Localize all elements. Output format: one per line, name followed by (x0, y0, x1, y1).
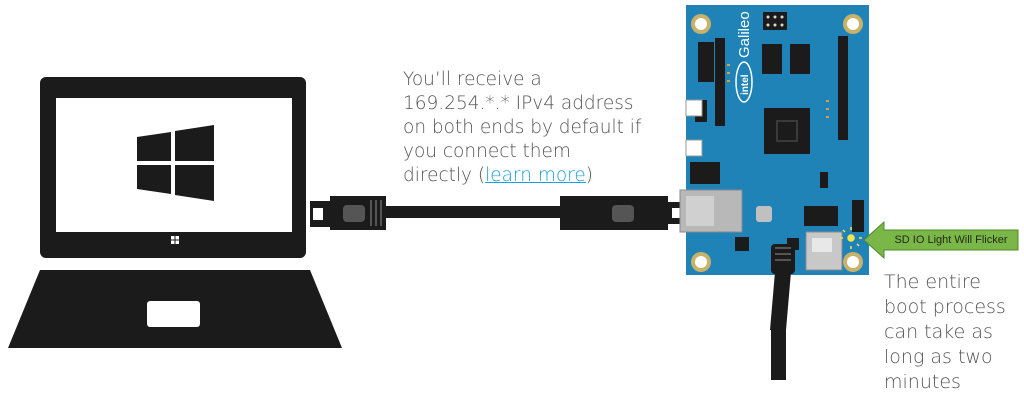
galileo-board: intel Galileo (679, 5, 869, 275)
intel-galileo-logo: intel Galileo (735, 11, 753, 103)
rj45-plug-right (560, 196, 685, 230)
windows-logo-icon (137, 125, 214, 201)
rj45-plug-left (310, 196, 386, 230)
chip-2 (790, 44, 810, 74)
callout-arrow (863, 220, 1019, 260)
chip-4 (804, 206, 838, 226)
ethernet-port-face (686, 196, 714, 226)
windows-button-icon (171, 236, 179, 244)
left-header-lower (715, 38, 725, 126)
sd-io-led-icon (840, 227, 862, 249)
chip-5 (820, 172, 828, 188)
laptop (8, 77, 342, 348)
cable-caption: You’ll receive a 169.254.*.* IPv4 addres… (403, 68, 643, 188)
reset-button (756, 206, 772, 222)
power-cable (770, 244, 795, 380)
power-jack (690, 162, 720, 184)
usb-port (685, 99, 703, 117)
ethernet-cable (310, 196, 685, 230)
touchpad (147, 301, 200, 327)
quark-soc (764, 108, 810, 154)
boot-caption: The entire boot process can take as long… (884, 271, 1006, 393)
right-header (838, 36, 848, 140)
svg-text:Galileo: Galileo (736, 11, 753, 58)
left-header (698, 42, 714, 82)
mounting-holes (691, 14, 863, 272)
cable-caption-text: You’ll receive a 169.254.*.* IPv4 addres… (403, 69, 642, 186)
cable-caption-close: ) (585, 165, 593, 186)
chip-6 (735, 237, 749, 251)
sd-card (812, 238, 832, 252)
chip-8 (852, 200, 864, 232)
top-header (763, 12, 787, 30)
sd-io-light-label: SD IO Light Will Flicker (894, 234, 1008, 246)
learn-more-link[interactable]: learn more (485, 165, 586, 186)
tablet-screen (56, 98, 292, 232)
quark-soc-inner (776, 120, 798, 142)
serial-port (685, 139, 703, 157)
chip-1 (762, 44, 782, 74)
svg-text:intel: intel (740, 74, 751, 95)
